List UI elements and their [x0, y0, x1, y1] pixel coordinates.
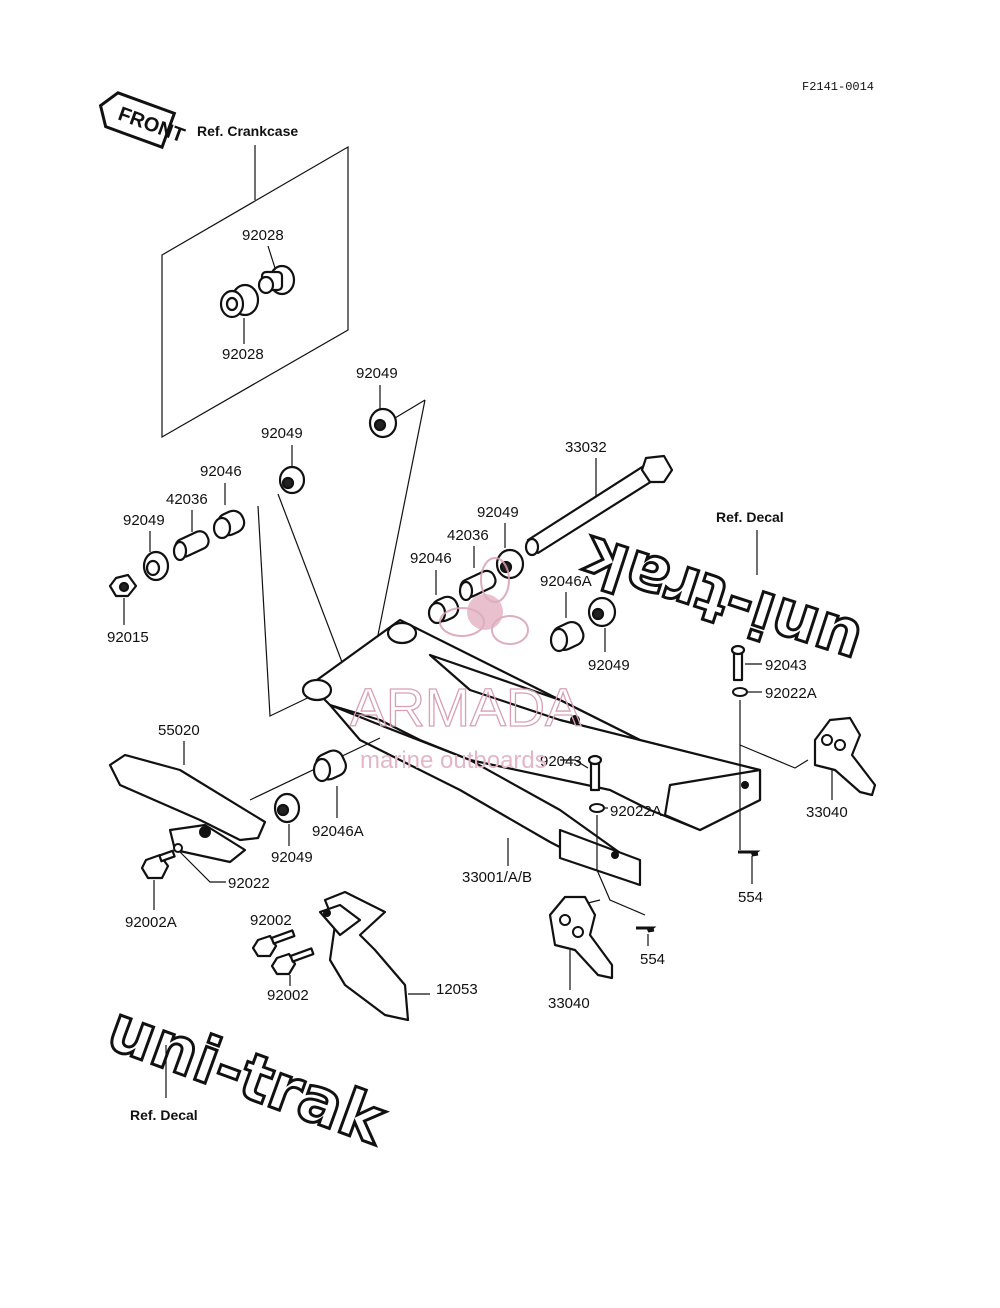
chain-guide-55020: [108, 753, 267, 864]
callout-92022: 92022: [228, 875, 270, 892]
seal-92049-a: [368, 407, 398, 439]
callout-92049-c: 92049: [123, 512, 165, 529]
bushing-92046A-a: [549, 620, 585, 653]
ref-crankcase-label: Ref. Crankcase: [197, 123, 298, 139]
bolt-92002A: [140, 849, 176, 880]
callout-55020: 55020: [158, 722, 200, 739]
bushing-92046A-b: [312, 749, 347, 783]
decal-bottom: uni-trak: [97, 990, 397, 1161]
seal-92049-d: [495, 548, 525, 580]
bolt-92043-a: [730, 644, 746, 682]
bolt-92002-b: [270, 947, 315, 976]
chain-guard-12053: [318, 890, 410, 1022]
seal-92049-b: [278, 465, 306, 495]
washer-92022A-b: [589, 803, 605, 813]
front-arrow-icon: FRONT: [98, 91, 187, 150]
callout-92002-b: 92002: [267, 987, 309, 1004]
swingarm-33001: [301, 618, 762, 887]
washer-92022A-a: [732, 687, 748, 697]
callout-12053: 12053: [436, 981, 478, 998]
cotter-pin-554-a: [738, 850, 761, 857]
callout-92049-d: 92049: [477, 504, 519, 521]
callout-92049-b: 92049: [261, 425, 303, 442]
bushing-92028-top: [257, 264, 296, 296]
seal-92049-e: [587, 596, 617, 628]
watermark-brand: ARMADA: [350, 678, 581, 738]
callout-92043-b: 92043: [540, 753, 582, 770]
callout-92049-e: 92049: [588, 657, 630, 674]
callout-554-b: 554: [640, 951, 665, 968]
seal-92049-f: [273, 792, 301, 824]
callout-92022A-a: 92022A: [765, 685, 817, 702]
pivot-shaft-33032: [524, 454, 674, 557]
crankcase-bushing-group: [161, 145, 349, 439]
callout-33032: 33032: [565, 439, 607, 456]
decal-bottom-text: uni-trak: [98, 992, 395, 1160]
callout-92046A-a: 92046A: [540, 573, 592, 590]
callout-33001: 33001/A/B: [462, 869, 532, 886]
watermark-tagline: marine outboards: [360, 747, 547, 774]
washer-92022: [173, 843, 183, 853]
callout-92049-a: 92049: [356, 365, 398, 382]
callout-92049-f: 92049: [271, 849, 313, 866]
ref-decal-bottom-label: Ref. Decal: [130, 1107, 198, 1123]
bushing-92028-bottom: [219, 283, 260, 319]
seal-92049-c: [142, 550, 170, 582]
sleeve-42036-b: [458, 569, 497, 602]
bolt-92002-a: [251, 929, 296, 958]
figure-code: F2141-0014: [802, 80, 874, 94]
bolt-92043-b: [587, 754, 603, 792]
callout-92002-a: 92002: [250, 912, 292, 929]
callout-92046A-b: 92046A: [312, 823, 364, 840]
sprocket-adjuster-33040-a: [813, 716, 877, 797]
callout-92022A-b: 92022A: [610, 803, 662, 820]
bushing-92046-a: [212, 509, 246, 540]
callout-92028-bottom: 92028: [222, 346, 264, 363]
callout-92046-b: 92046: [410, 550, 452, 567]
callout-92046-a: 92046: [200, 463, 242, 480]
sprocket-adjuster-33040-b: [548, 895, 614, 980]
cotter-pin-554-b: [636, 926, 657, 933]
callout-33040-a: 33040: [806, 804, 848, 821]
callout-33040-b: 33040: [548, 995, 590, 1012]
callout-92015: 92015: [107, 629, 149, 646]
callout-92028-top: 92028: [242, 227, 284, 244]
watermark-logo-icon: [439, 557, 529, 645]
callout-42036-a: 42036: [166, 491, 208, 508]
ref-decal-top-label: Ref. Decal: [716, 509, 784, 525]
callout-92043-a: 92043: [765, 657, 807, 674]
callout-554-a: 554: [738, 889, 763, 906]
callout-42036-b: 42036: [447, 527, 489, 544]
nut-92015: [108, 573, 138, 598]
sleeve-42036-a: [172, 530, 210, 562]
callout-92002A: 92002A: [125, 914, 177, 931]
